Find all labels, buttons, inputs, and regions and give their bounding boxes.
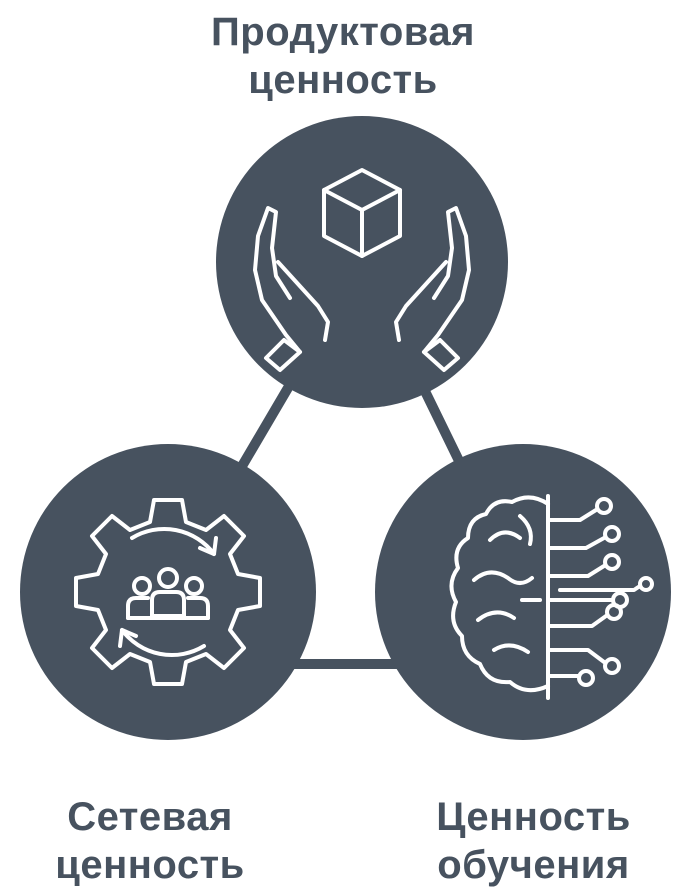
hands-holding-box-icon: [253, 168, 471, 372]
node-product-value: [216, 116, 508, 408]
label-line: Ценность: [436, 795, 631, 839]
label-line: ценность: [55, 843, 245, 887]
label-network-value: Сетевая ценность: [0, 793, 300, 889]
gear-people-cycle-icon: [74, 498, 262, 686]
label-line: Сетевая: [67, 795, 233, 839]
label-learning-value: Ценность обучения: [380, 793, 687, 889]
label-line: ценность: [248, 58, 438, 102]
node-learning-value: [375, 444, 671, 740]
label-product-value: Продуктовая ценность: [143, 8, 543, 104]
label-line: обучения: [437, 843, 630, 887]
brain-circuit-icon: [449, 494, 654, 700]
label-line: Продуктовая: [211, 10, 475, 54]
